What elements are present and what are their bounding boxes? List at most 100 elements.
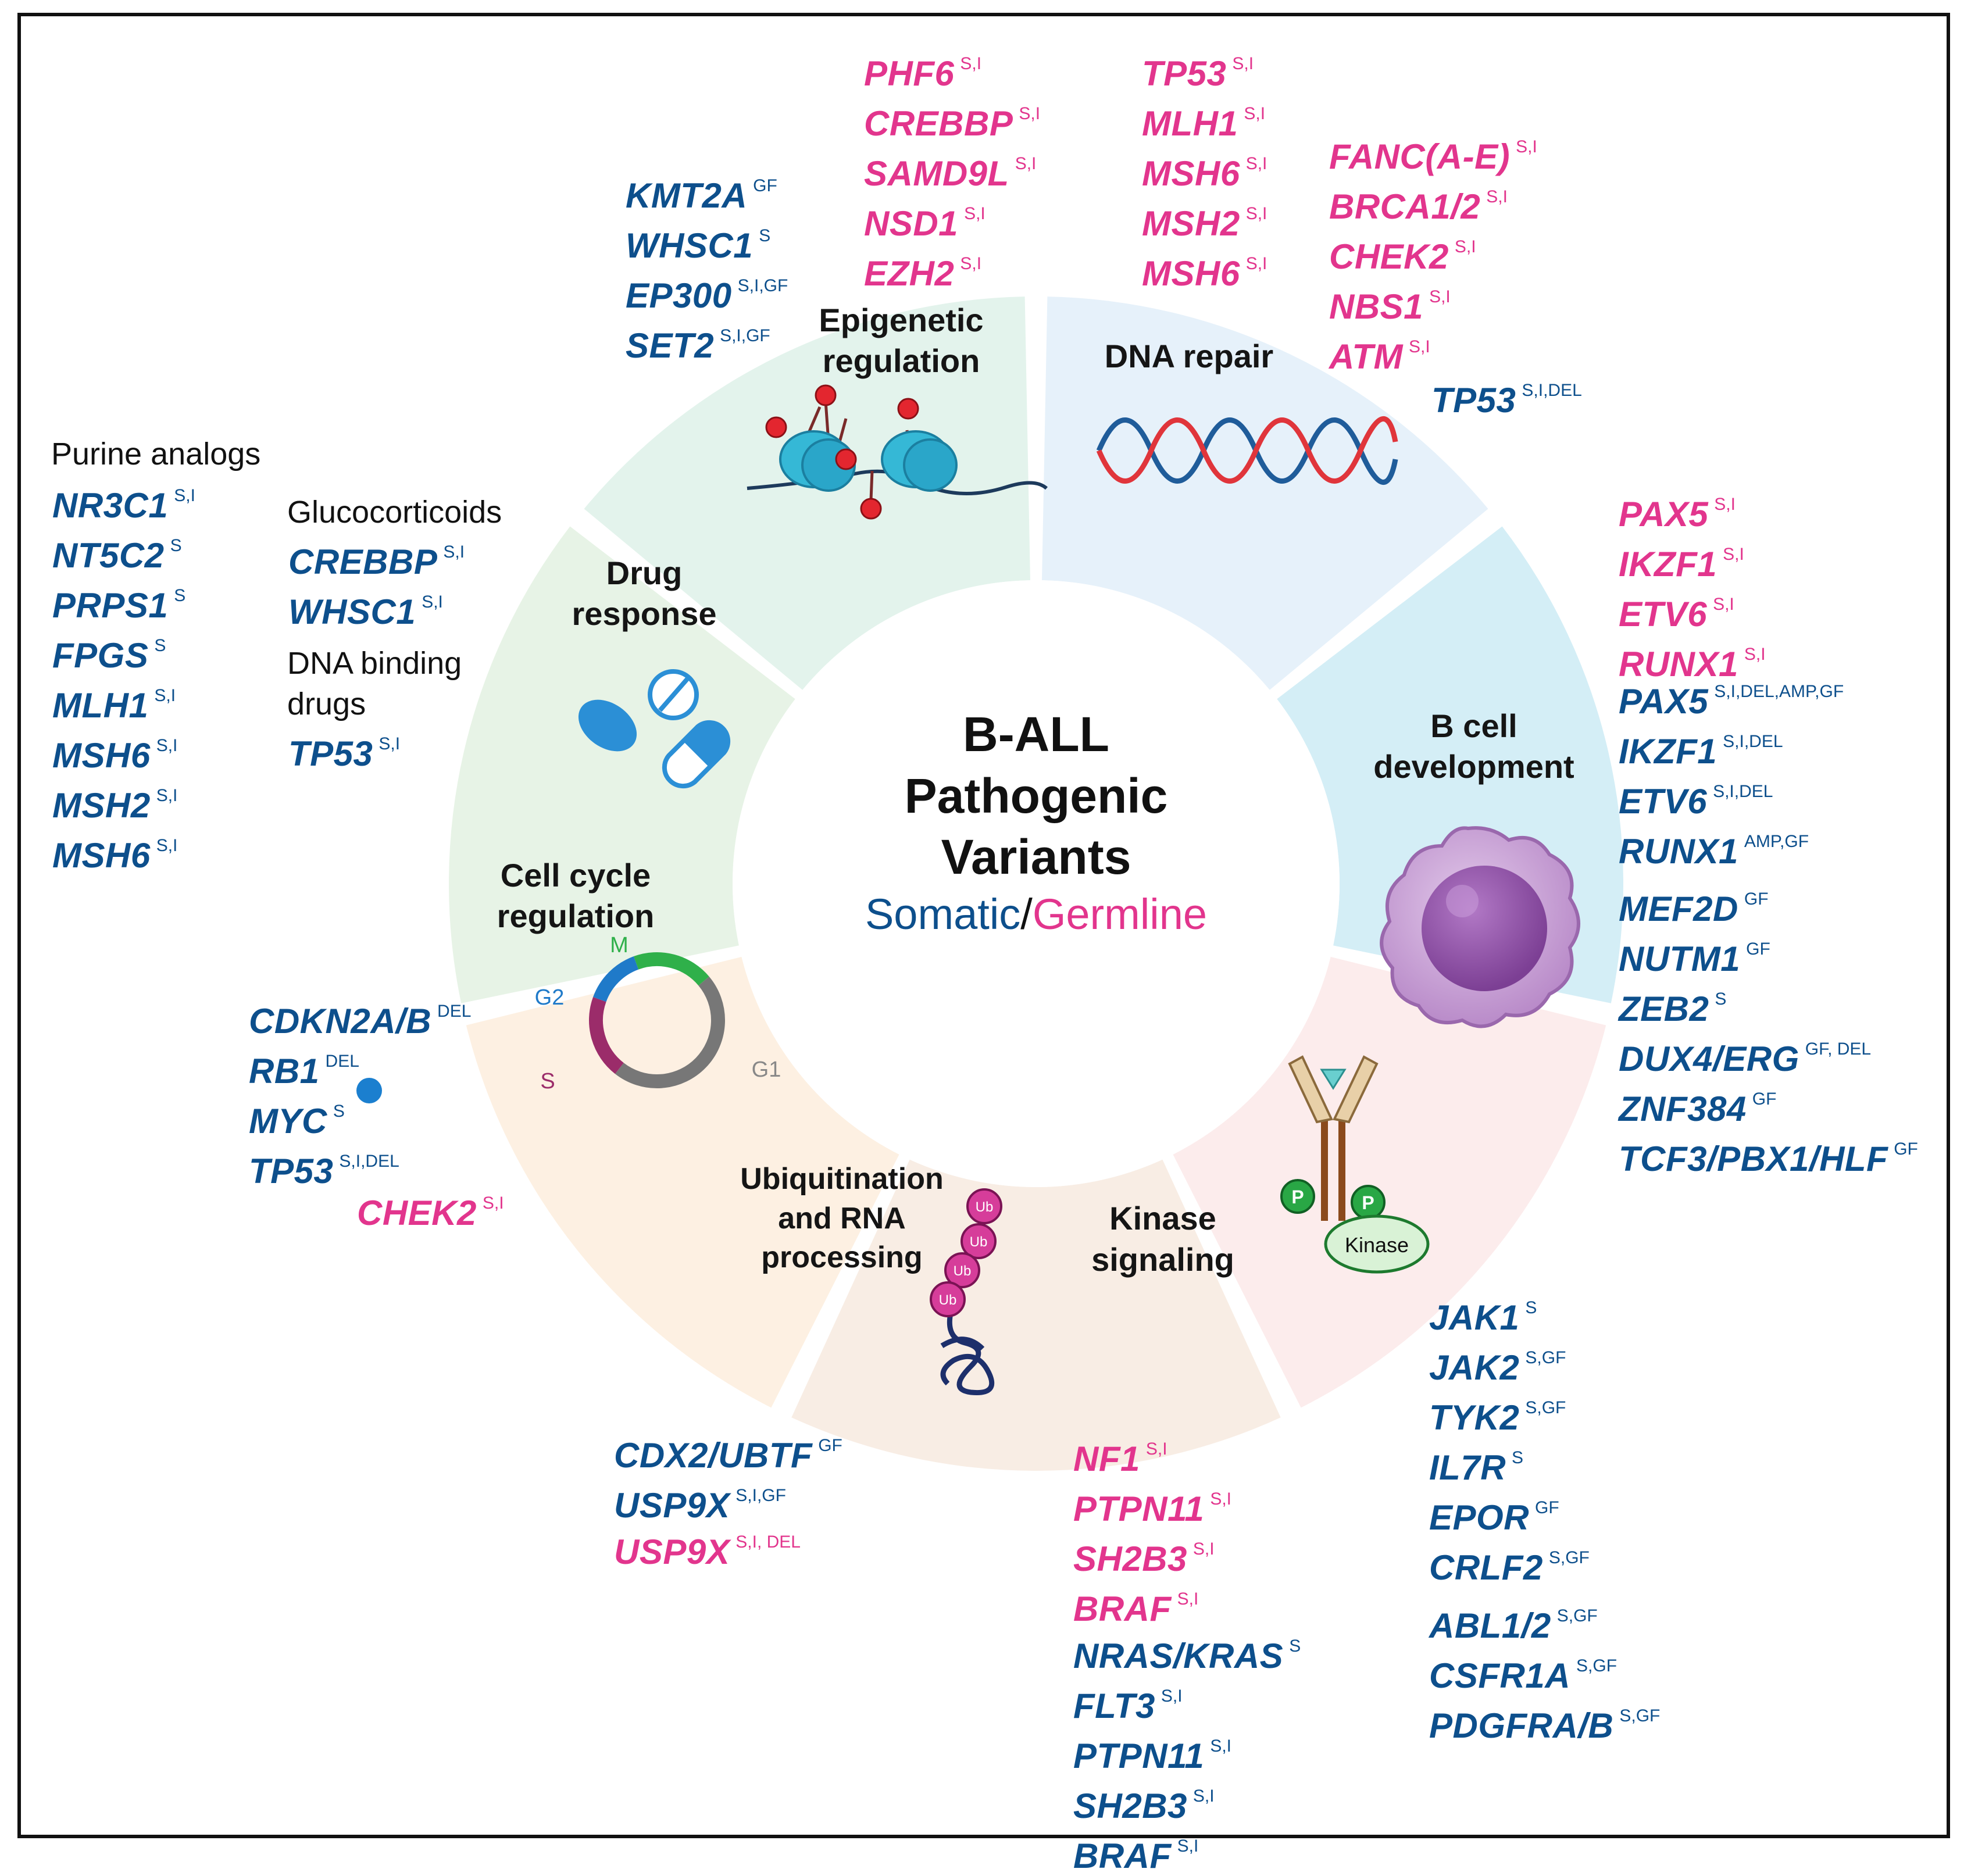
gene-symbol: EPOR: [1429, 1498, 1530, 1537]
heading-purine-analogs: Purine analogs: [51, 437, 261, 471]
gene-symbol: PHF6: [864, 54, 955, 93]
gene-symbol: IKZF1: [1619, 545, 1718, 584]
variant-type: GF: [1744, 889, 1769, 909]
gene-symbol: WHSC1: [626, 226, 754, 265]
gene-dna-repair-germline-b-0: FANC(A-E)S,I: [1329, 127, 1537, 177]
variant-type: S,GF: [1525, 1348, 1566, 1367]
gene-symbol: TP53: [249, 1152, 334, 1191]
gene-symbol: SET2: [626, 326, 715, 365]
gene-symbol: PTPN11: [1073, 1736, 1205, 1775]
gene-symbol: RUNX1: [1619, 832, 1738, 871]
variant-type: S,I: [1245, 204, 1267, 223]
gene-symbol: TCF3/PBX1/HLF: [1619, 1139, 1888, 1178]
subtitle: Somatic/Germline: [865, 890, 1207, 938]
variant-type: S,I: [156, 836, 178, 855]
gene-symbol: RUNX1: [1619, 645, 1738, 684]
cell-cycle-icon: M G2 S G1: [535, 933, 781, 1094]
variant-type: GF: [1894, 1139, 1918, 1159]
variant-type: S,GF: [1548, 1548, 1590, 1567]
variant-type: S,I: [1516, 137, 1537, 156]
sector-epigenetic: [584, 296, 1030, 690]
variant-type: S,I,DEL,AMP,GF: [1714, 682, 1844, 701]
variant-type: S,I: [1161, 1686, 1183, 1706]
sector-dna-repair: [1042, 296, 1488, 690]
variant-type: S,I: [964, 204, 986, 223]
gene-symbol: SAMD9L: [864, 154, 1009, 193]
gene-symbol: TP53: [1142, 54, 1227, 93]
gene-symbol: ETV6: [1619, 782, 1708, 821]
gene-symbol: IKZF1: [1619, 732, 1718, 771]
phospho-label-1: P: [1291, 1187, 1304, 1207]
variant-type: S,I: [1245, 254, 1267, 273]
gene-symbol: NRAS/KRAS: [1073, 1636, 1284, 1675]
gene-dna-repair-germline-a-2: MSH6 S,I: [1142, 144, 1267, 194]
gene-symbol: USP9X: [614, 1532, 730, 1571]
variant-type: S,I: [1723, 545, 1744, 564]
variant-type: GF: [1535, 1498, 1559, 1517]
variant-type: GF, DEL: [1805, 1039, 1872, 1059]
variant-type: S,I: [1429, 287, 1451, 306]
gene-symbol: NT5C2: [52, 536, 165, 575]
variant-type: S,I: [1714, 495, 1736, 514]
label-cell-cycle-1: Cell cycle: [501, 857, 651, 894]
gene-symbol: MSH6: [1142, 254, 1240, 293]
gene-symbol: BRAF: [1073, 1589, 1172, 1628]
receptor-kinase-icon: P P Kinase: [1280, 1055, 1430, 1274]
gene-symbol: PDGFRA/B: [1429, 1706, 1614, 1745]
gene-symbol: PRPS1: [52, 586, 169, 625]
variant-type: S: [1512, 1448, 1524, 1467]
title-line-3: Variants: [941, 830, 1131, 884]
label-dna-repair: DNA repair: [1105, 338, 1273, 374]
variant-type: S: [333, 1102, 345, 1121]
gene-symbol: PTPN11: [1073, 1489, 1205, 1528]
gene-symbol: CDX2/UBTF: [614, 1436, 813, 1475]
phospho-label-2: P: [1362, 1192, 1374, 1213]
gene-b-cell-germline-1: IKZF1 S,I: [1619, 534, 1766, 584]
variant-type: S,I: [156, 786, 178, 805]
cell-cycle-g2-arc: [593, 956, 639, 1002]
dna-helix-icon: [1096, 416, 1398, 485]
gene-symbol: CHEK2: [357, 1194, 477, 1232]
gene-symbol: NUTM1: [1619, 939, 1741, 978]
gene-symbol: MSH6: [1142, 154, 1240, 193]
variant-type: S,I: [1210, 1736, 1231, 1756]
variant-type: S,I: [1245, 154, 1267, 173]
sector-cell-cycle: [466, 956, 899, 1408]
gene-symbol: MEF2D: [1619, 889, 1738, 928]
phase-g1-label: G1: [752, 1057, 781, 1082]
ubiquitin-rna-icon: Ub Ub Ub Ub: [930, 1188, 1002, 1396]
variant-type: S,I,DEL: [339, 1152, 399, 1171]
gene-symbol: WHSC1: [288, 592, 416, 631]
cell-cycle-s-arc: [589, 996, 624, 1074]
variant-type: S,I,DEL: [1522, 381, 1582, 400]
cell-cycle-g1-arc: [615, 976, 725, 1088]
label-drug-response-2: response: [572, 595, 717, 632]
variant-type: S,GF: [1576, 1656, 1617, 1675]
gene-symbol: SH2B3: [1073, 1539, 1187, 1578]
